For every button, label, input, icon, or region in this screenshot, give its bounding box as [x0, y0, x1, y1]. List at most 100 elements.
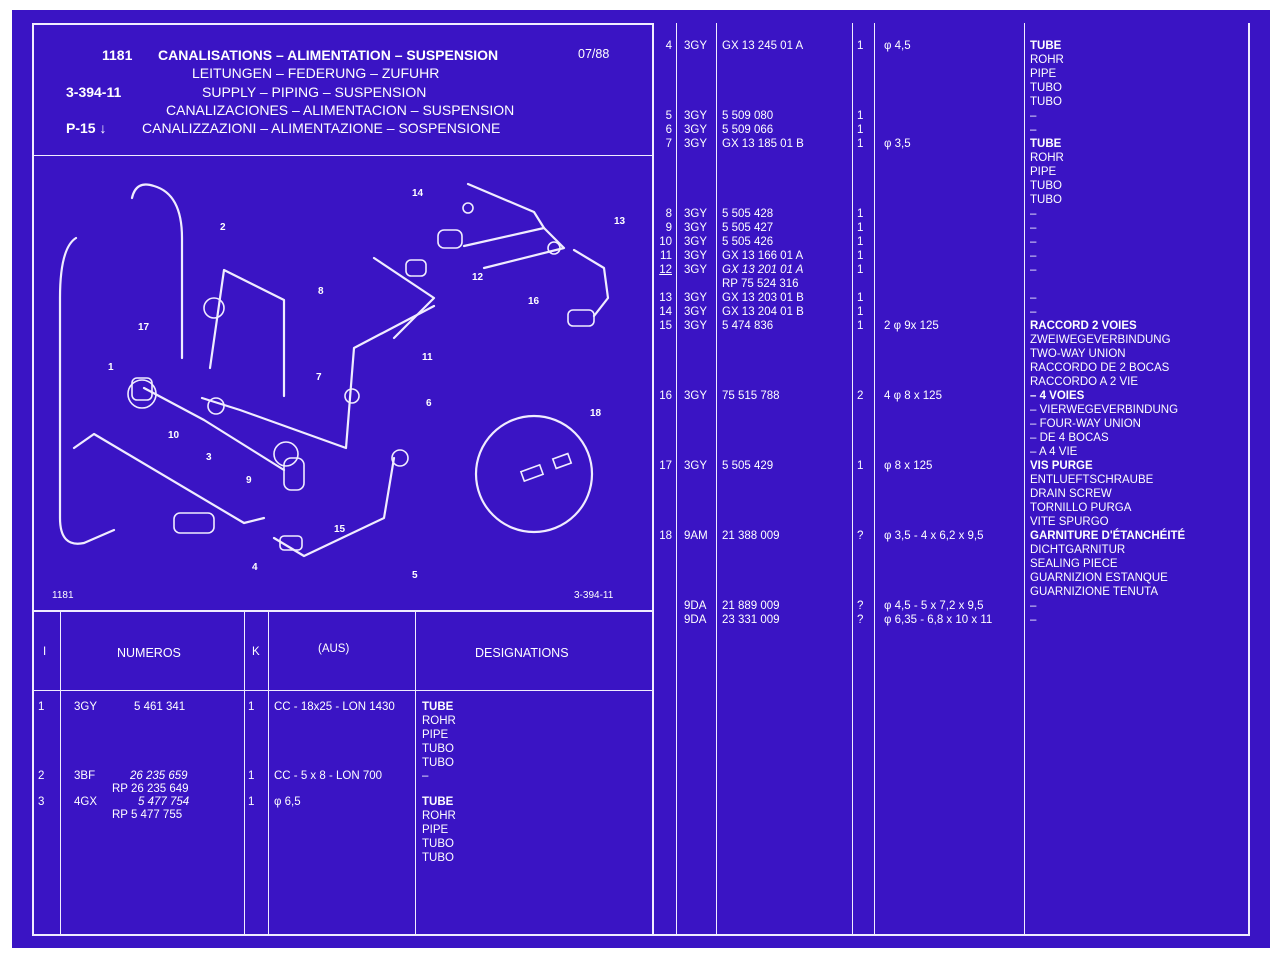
- item-number: [646, 333, 672, 347]
- item-quantity: [857, 431, 863, 445]
- row-qty: 1: [248, 796, 255, 808]
- col-header-designations: DESIGNATIONS: [475, 646, 569, 660]
- item-number: 8: [665, 208, 672, 220]
- col-header-aus: (AUS): [318, 643, 350, 655]
- callout: 11: [422, 352, 433, 363]
- item-quantity: 2: [857, 390, 864, 402]
- item-reference: [722, 95, 804, 109]
- item-reference: [722, 515, 804, 529]
- item-quantity: 1: [857, 264, 864, 276]
- item-reference: [722, 473, 804, 487]
- item-code: 3GY: [684, 110, 708, 122]
- page-ref: P-15 ↓: [66, 120, 107, 136]
- frame-mid-divider: [652, 23, 654, 936]
- diagram-footer-right: 3-394-11: [574, 590, 614, 601]
- item-designation: ROHR: [1030, 152, 1064, 164]
- item-aus: [884, 571, 992, 585]
- item-quantity: [857, 515, 863, 529]
- parts-catalogue-sheet: 1181 CANALISATIONS – ALIMENTATION – SUSP…: [12, 10, 1270, 948]
- item-number: [646, 571, 672, 585]
- item-reference: 5 509 066: [722, 124, 774, 136]
- junction: [391, 449, 409, 467]
- item-reference: 21 889 009: [722, 600, 780, 612]
- item-quantity: 1: [857, 460, 864, 472]
- pipe-3: [72, 432, 266, 525]
- diagram-footer-left: 1181: [52, 590, 74, 601]
- item-aus: [884, 277, 992, 291]
- pipe-7: [200, 304, 436, 450]
- item-designation: TUBO: [1030, 96, 1062, 108]
- item-quantity: [857, 347, 863, 361]
- item-code: 3GY: [684, 264, 708, 276]
- item-designation: – A 4 VIE: [1030, 446, 1078, 458]
- item-quantity: [857, 151, 863, 165]
- item-number: 17: [659, 460, 672, 472]
- item-designation: RACCORDO DE 2 BOCAS: [1030, 362, 1170, 374]
- item-quantity: [857, 445, 863, 459]
- item-code: [684, 53, 708, 67]
- row-num: 3: [38, 796, 45, 808]
- item-number: 12: [659, 264, 672, 276]
- item-aus: [884, 109, 992, 123]
- item-aus: [884, 417, 992, 431]
- fitting: [405, 259, 427, 277]
- fitting: [173, 512, 215, 534]
- item-quantity: [857, 179, 863, 193]
- row-code: 3GY: [74, 701, 98, 713]
- row-designation-list: TUBE ROHR PIPE TUBO TUBO: [422, 700, 456, 770]
- item-code: [684, 473, 708, 487]
- col-line: [874, 23, 875, 936]
- item-designation: PIPE: [1030, 166, 1057, 178]
- col-line: [60, 610, 61, 936]
- callout: 16: [528, 296, 540, 307]
- item-number: 16: [659, 390, 672, 402]
- item-number: 15: [659, 320, 672, 332]
- item-number: [646, 515, 672, 529]
- item-aus: [884, 515, 992, 529]
- item-aus: [884, 487, 992, 501]
- item-reference: 5 505 427: [722, 222, 774, 234]
- col-header-numbers: NUMEROS: [117, 646, 181, 660]
- item-designation: –: [1030, 208, 1037, 220]
- title-es: CANALIZACIONES – ALIMENTACION – SUSPENSI…: [166, 102, 515, 118]
- item-designation: –: [1030, 236, 1037, 248]
- item-code: [684, 277, 708, 291]
- item-quantity: [857, 543, 863, 557]
- title-fr: CANALISATIONS – ALIMENTATION – SUSPENSIO…: [158, 47, 499, 63]
- item-quantity: 1: [857, 250, 864, 262]
- item-reference: [722, 501, 804, 515]
- col-line: [852, 23, 853, 936]
- item-number: [646, 431, 672, 445]
- col-line: [244, 610, 245, 936]
- item-number: [646, 403, 672, 417]
- item-aus: [884, 445, 992, 459]
- item-reference: [722, 361, 804, 375]
- designation-line: PIPE: [422, 729, 449, 741]
- item-designation: TUBE: [1030, 138, 1062, 150]
- item-quantity: 1: [857, 110, 864, 122]
- item-reference: [722, 417, 804, 431]
- item-aus: [884, 151, 992, 165]
- item-number: 10: [659, 236, 672, 248]
- item-designation: PIPE: [1030, 68, 1057, 80]
- item-aus: [884, 53, 992, 67]
- row-code: 4GX: [74, 796, 98, 808]
- row-ref: 5 461 341: [134, 701, 186, 713]
- item-aus: [884, 207, 992, 221]
- item-code: [684, 403, 708, 417]
- item-aus: [884, 165, 992, 179]
- row-aus: CC - 5 x 8 - LON 700: [274, 770, 383, 782]
- item-reference: 21 388 009: [722, 530, 780, 542]
- item-quantity: ?: [857, 614, 864, 626]
- fitting: [567, 309, 595, 327]
- item-number: [646, 599, 672, 613]
- item-reference: 5 474 836: [722, 320, 774, 332]
- item-number: [646, 67, 672, 81]
- item-number: 18: [659, 530, 672, 542]
- col-line: [1024, 23, 1025, 936]
- title-de: LEITUNGEN – FEDERUNG – ZUFUHR: [192, 65, 440, 81]
- designation-line: TUBE: [422, 796, 454, 808]
- row-code: 3BF: [74, 770, 96, 782]
- item-number: [646, 347, 672, 361]
